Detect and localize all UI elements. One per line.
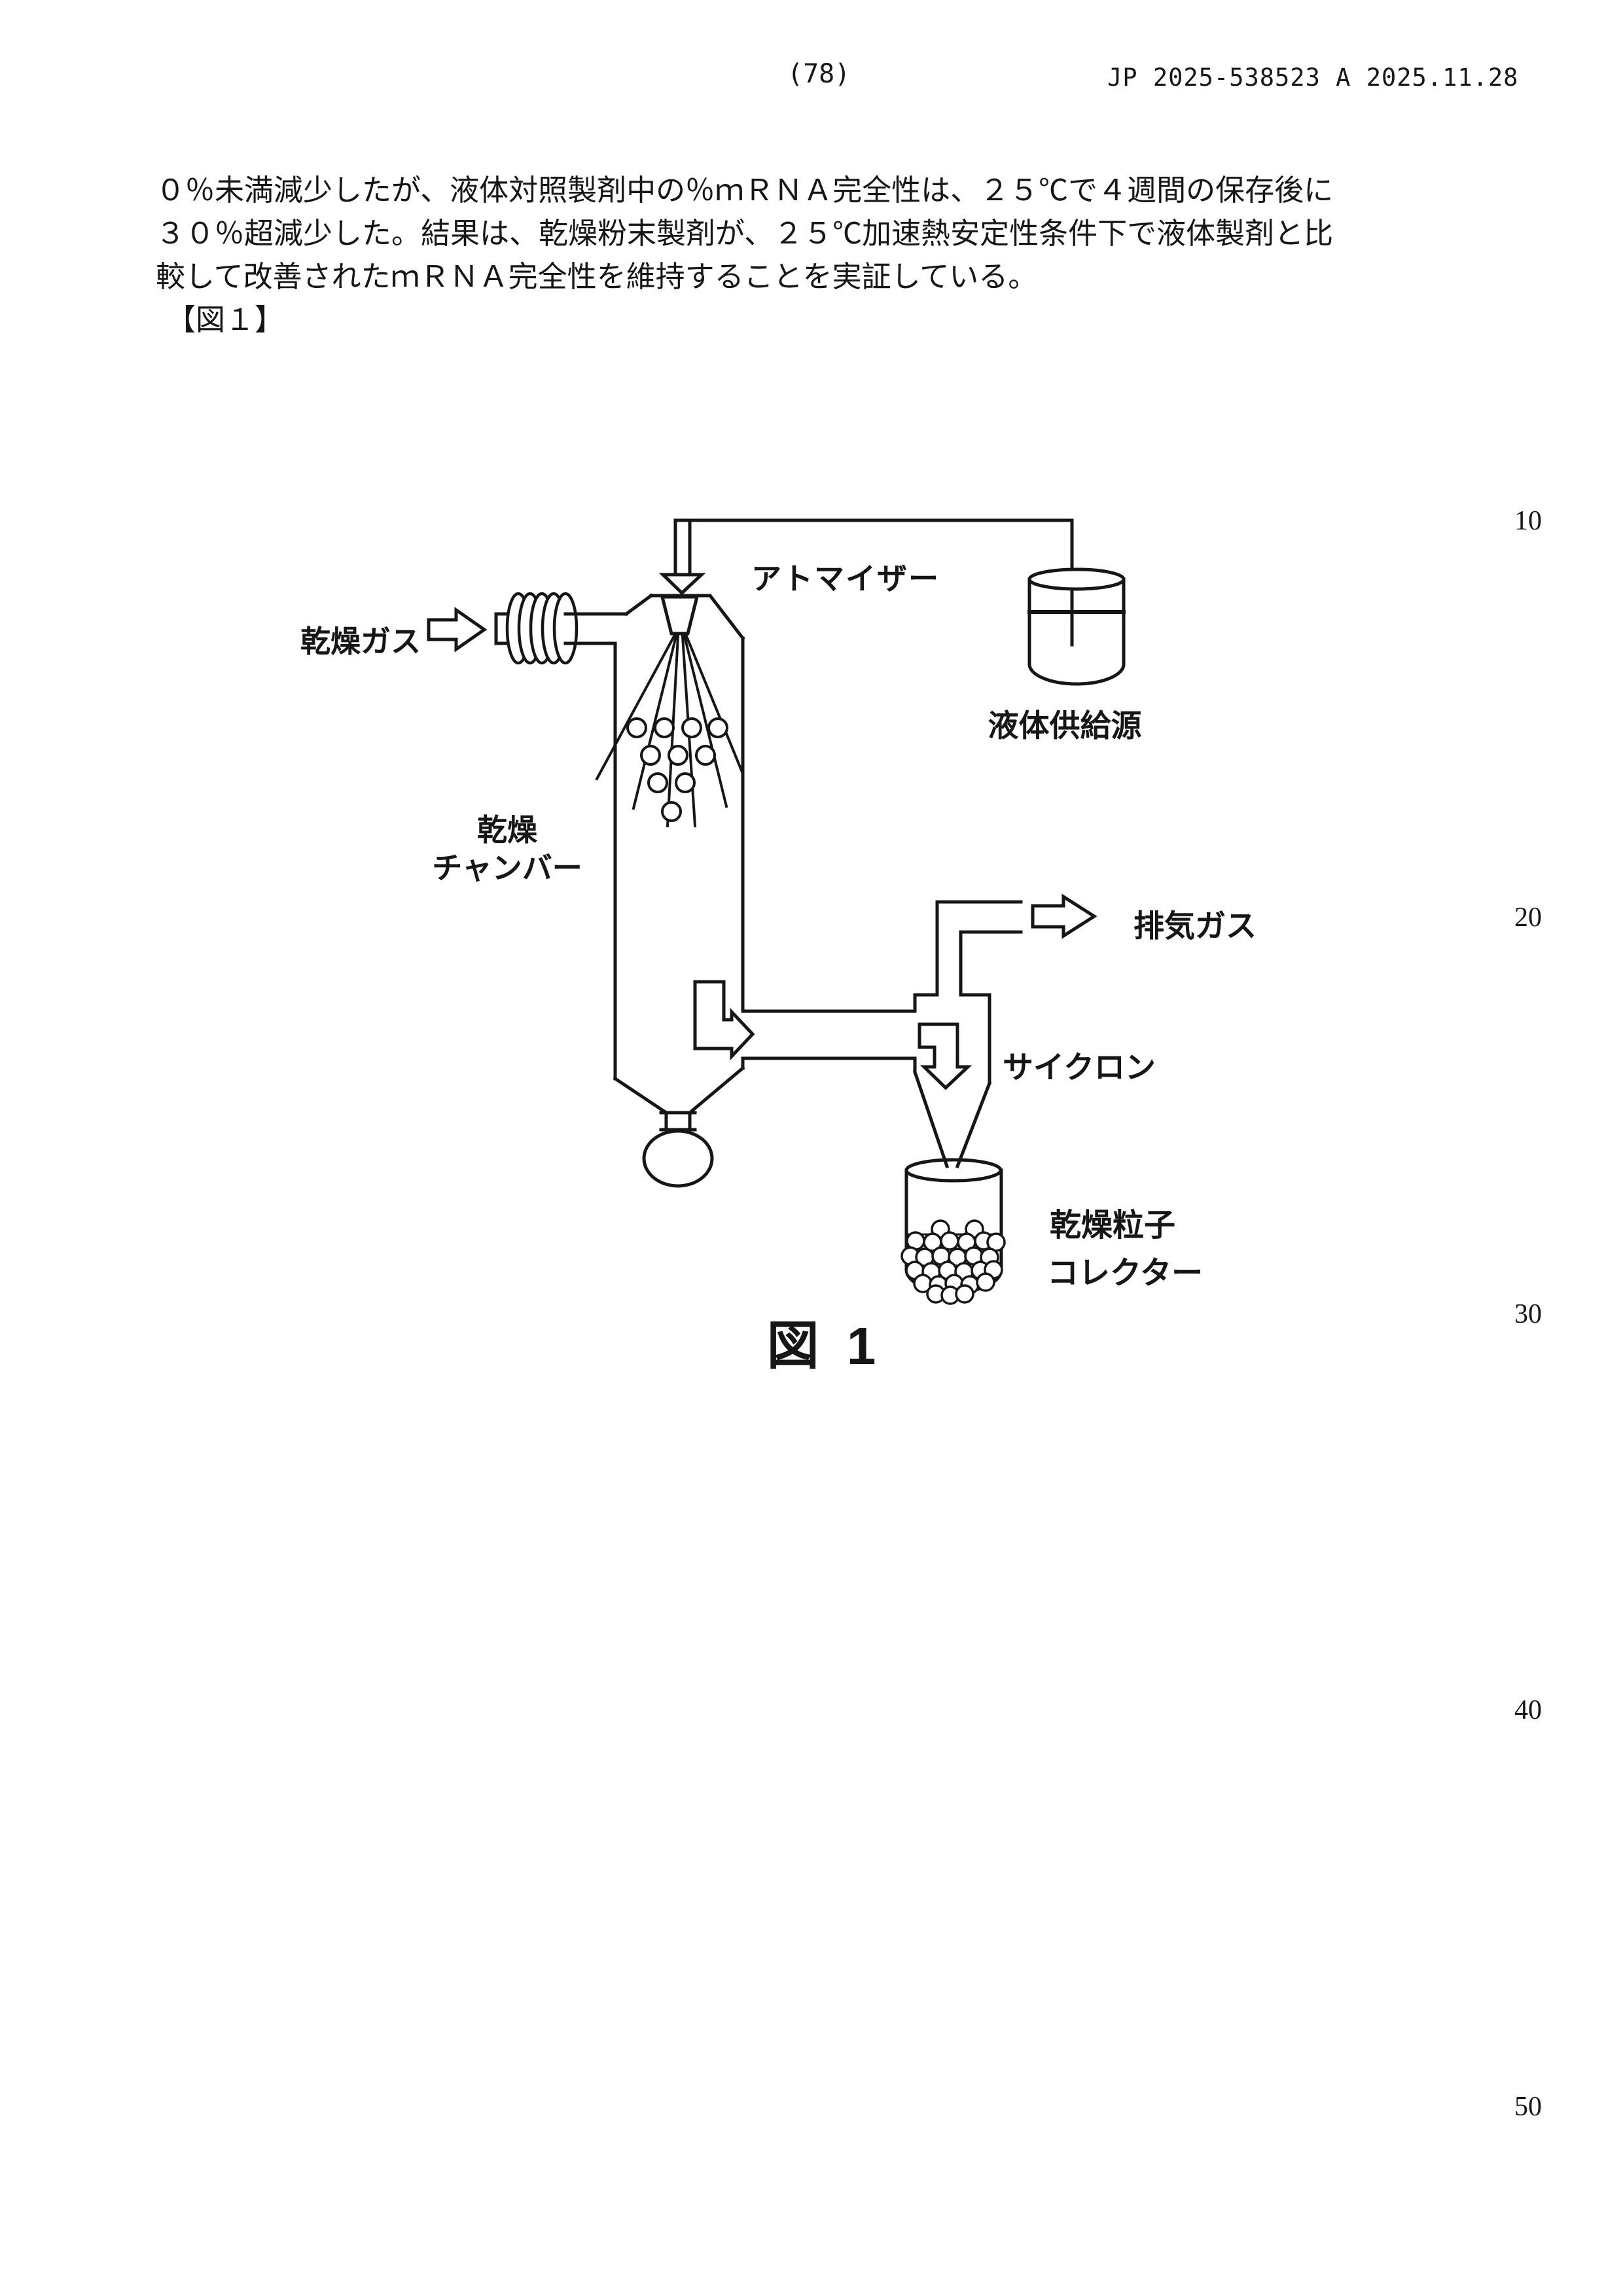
figure-caption: 図 1 xyxy=(766,1317,883,1375)
duct-flow-elbow-arrow-icon xyxy=(693,980,755,1061)
figure-tag: 【図１】 xyxy=(166,304,285,336)
exhaust-pipe-shape xyxy=(935,900,1023,997)
body-text-line: ３０％超減少した。結果は、乾燥粉末製剤が、２５℃加速熱安定性条件下で液体製剤と比 xyxy=(156,217,1334,250)
label-drying-gas: 乾燥ガス xyxy=(300,624,421,658)
label-liquid-supply-source: 液体供給源 xyxy=(988,708,1142,743)
label-drying-chamber-line2: チャンバー xyxy=(432,851,582,885)
label-cyclone: サイクロン xyxy=(1003,1050,1156,1085)
label-exhaust-gas: 排気ガス xyxy=(1133,908,1257,943)
label-dried-particle-collector-line1: 乾燥粒子 xyxy=(1050,1208,1176,1243)
margin-line-number: 50 xyxy=(1514,2092,1542,2122)
cyclone-shape xyxy=(913,993,991,1085)
drying-chamber-shape xyxy=(613,593,745,1188)
atomizer-nozzle-shape xyxy=(595,595,745,828)
margin-line-number: 10 xyxy=(1514,506,1542,536)
feed-arrow-down-icon xyxy=(658,573,706,596)
margin-line-number: 40 xyxy=(1514,1695,1542,1725)
label-atomizer: アトマイザー xyxy=(751,562,940,596)
heater-coil-shape xyxy=(494,592,628,665)
drying-gas-arrow-icon xyxy=(427,607,488,653)
transfer-duct-shape xyxy=(741,1009,917,1060)
label-drying-chamber-line1: 乾燥 xyxy=(477,813,537,847)
cyclone-cone-shape xyxy=(912,1069,992,1169)
margin-line-number: 30 xyxy=(1514,1299,1542,1329)
body-text-line: 較して改善されたｍＲＮＡ完全性を維持することを実証している。 xyxy=(156,260,1038,293)
collected-particles-shape xyxy=(901,1219,1006,1305)
spray-droplets-shape xyxy=(626,717,728,822)
exhaust-gas-arrow-icon xyxy=(1031,893,1097,939)
cyclone-flow-down-arrow-icon xyxy=(918,1022,972,1090)
header-publication-number: JP 2025-538523 A 2025.11.28 xyxy=(1107,63,1519,92)
body-text-line: ０％未満減少したが、液体対照製剤中の％ｍＲＮＡ完全性は、２５℃で４週間の保存後に xyxy=(156,174,1334,207)
header-page-number: (78) xyxy=(787,59,851,89)
liquid-supply-vessel-shape xyxy=(1027,567,1126,686)
label-dried-particle-collector-line2: コレクター xyxy=(1047,1256,1204,1291)
margin-line-number: 20 xyxy=(1514,903,1542,933)
